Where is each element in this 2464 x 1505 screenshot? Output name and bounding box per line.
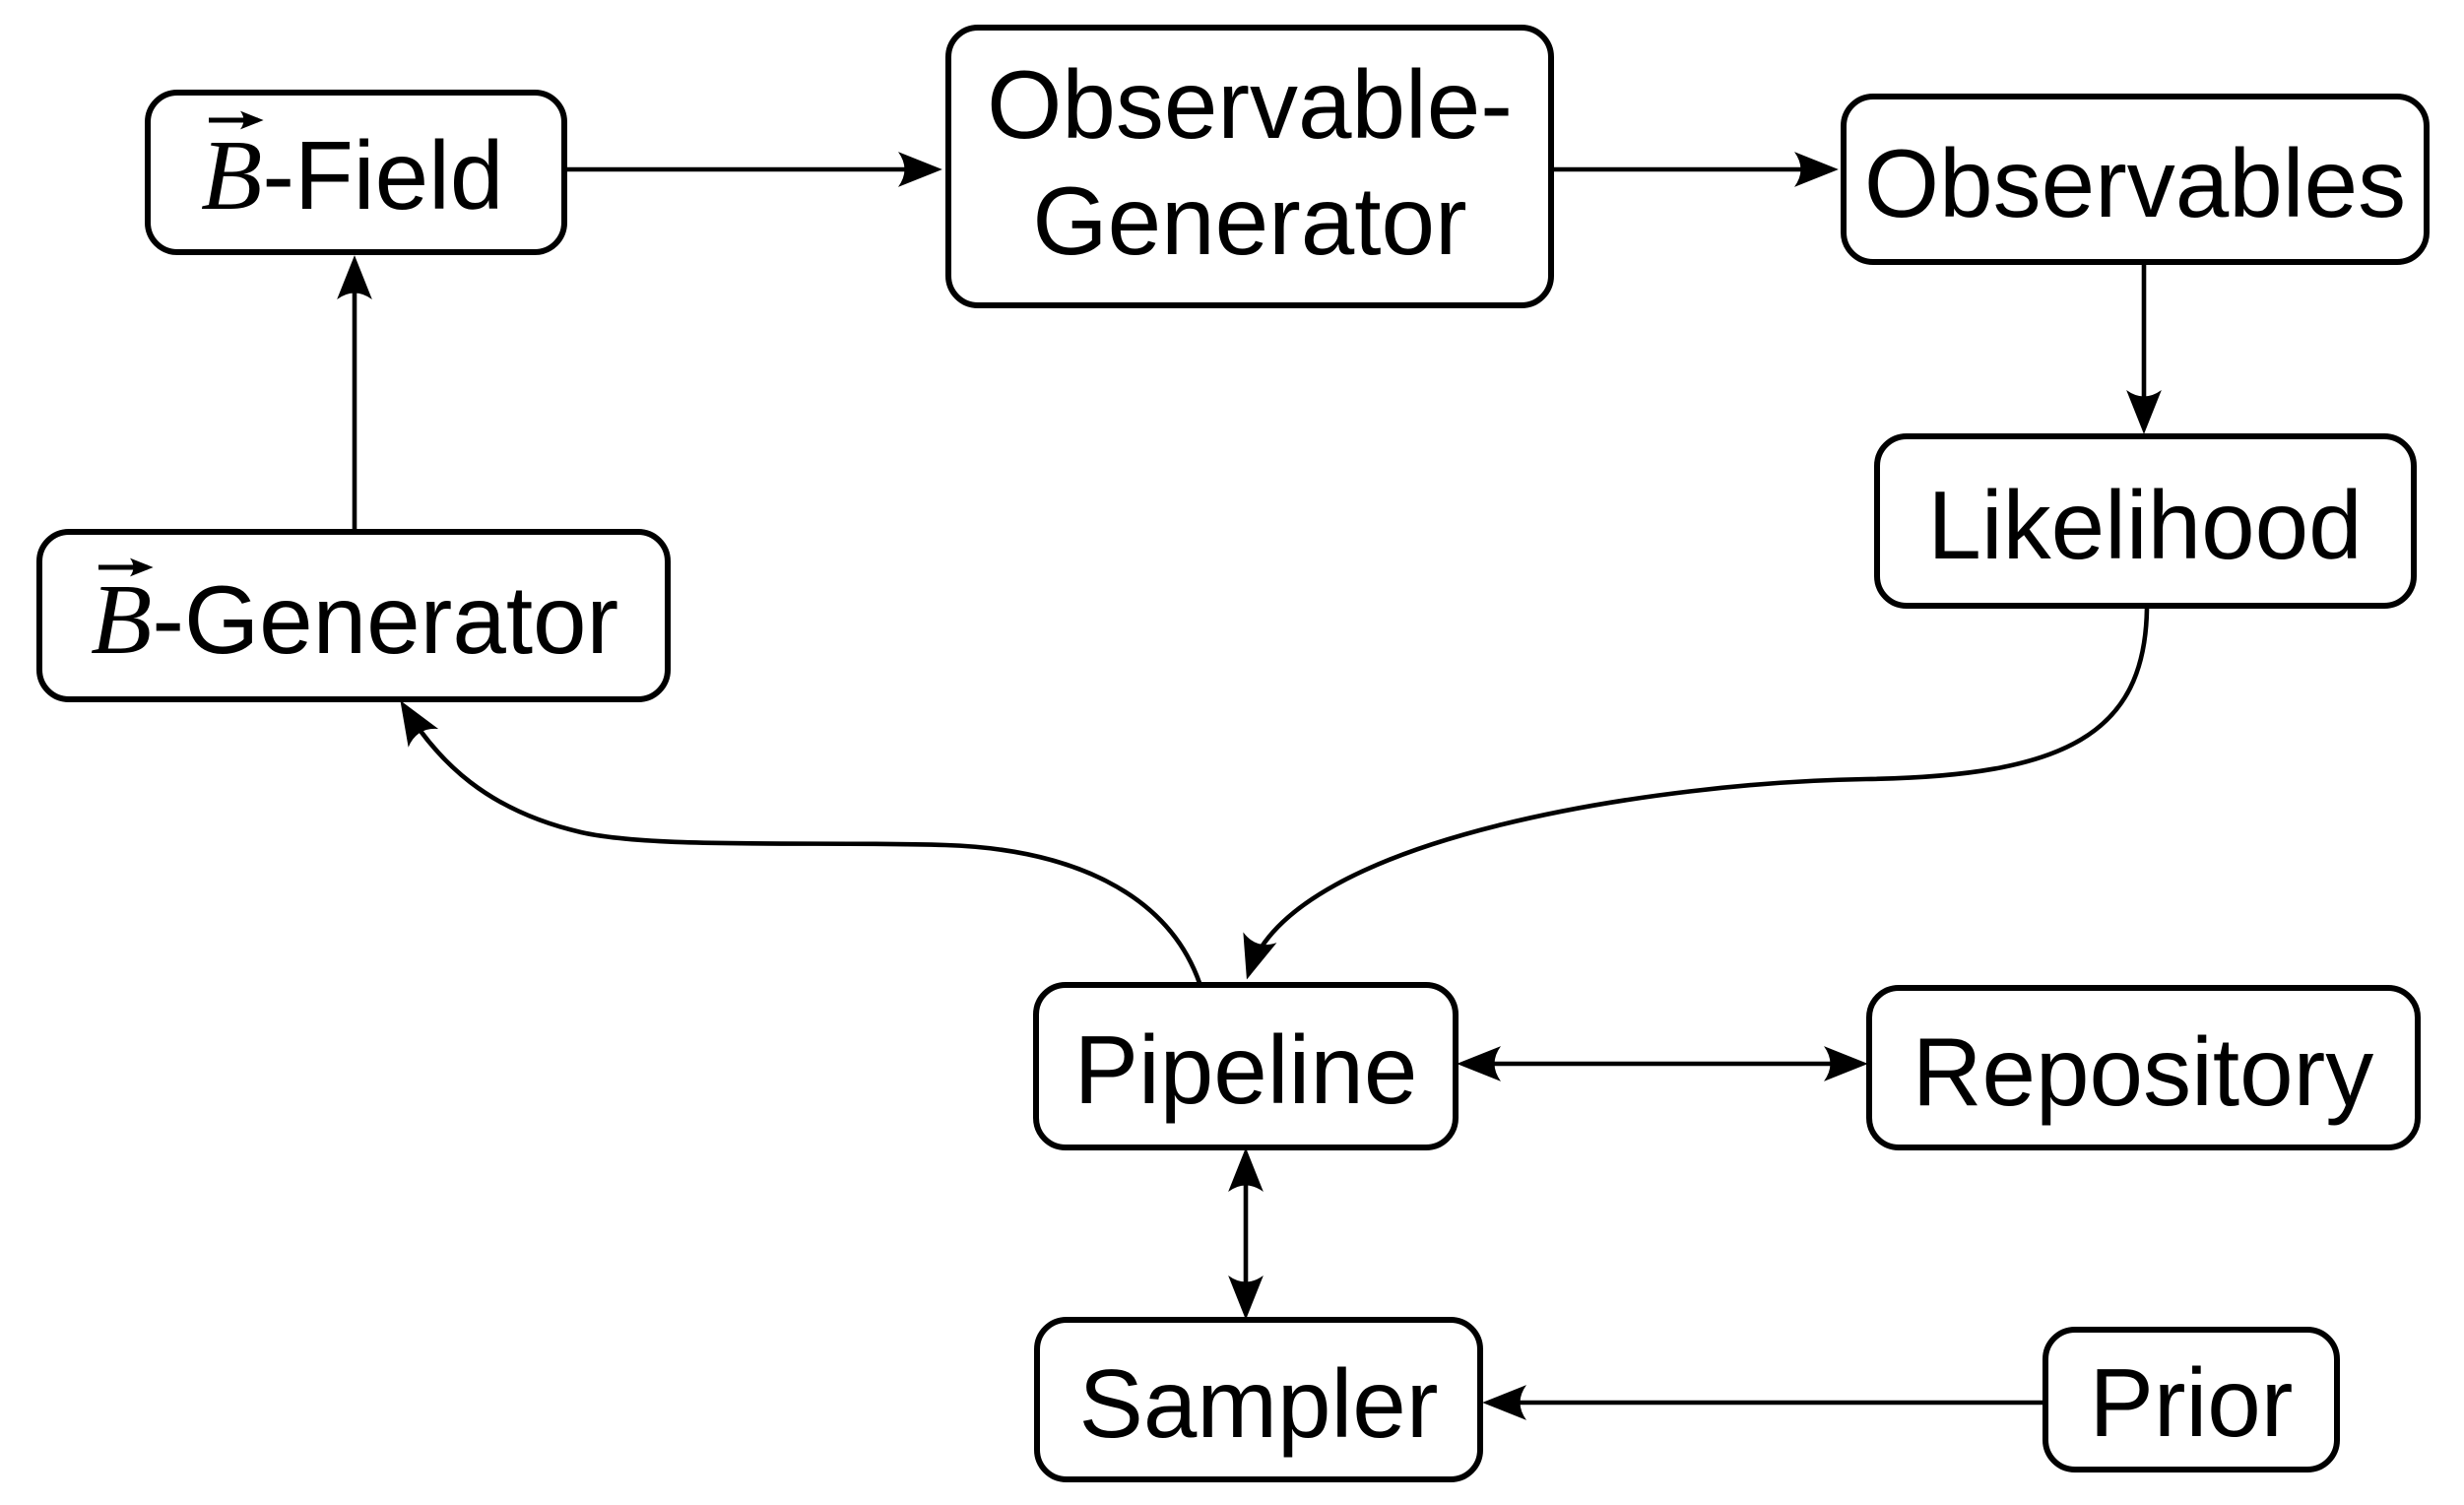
prior-label: Prior [2090, 1348, 2294, 1457]
node-bgenerator: B-Generator [36, 529, 671, 702]
observable-generator-label-line1: Observable- [987, 50, 1513, 159]
node-pipeline: Pipeline [1033, 982, 1459, 1150]
edges-layer [337, 152, 2162, 1420]
pipeline-box [1033, 982, 1459, 1150]
repository-box [1866, 985, 2421, 1150]
sampler-label: Sampler [1079, 1349, 1439, 1458]
edge-pipeline-to-bgenerator [400, 700, 1202, 984]
edge-likelihood-to-pipeline [1243, 608, 2150, 980]
node-observables: Observables [1841, 94, 2430, 265]
node-bfield: B-Field [145, 90, 567, 255]
likelihood-box [1874, 433, 2417, 609]
node-observable-generator: Observable- Generator [945, 25, 1554, 308]
node-likelihood: Likelihood [1874, 433, 2417, 609]
observable-generator-label-line2: Generator [1032, 166, 1466, 275]
bfield-label: B-Field [201, 120, 503, 231]
sampler-box [1034, 1317, 1483, 1482]
observables-label: Observables [1864, 129, 2406, 237]
bfield-box [145, 90, 567, 255]
repository-label: Repository [1913, 1017, 2373, 1126]
likelihood-label: Likelihood [1927, 471, 2362, 579]
observables-box [1841, 94, 2430, 265]
prior-box [2043, 1327, 2340, 1472]
node-sampler: Sampler [1034, 1317, 1483, 1482]
pipeline-label: Pipeline [1074, 1015, 1418, 1124]
observable-generator-box [945, 25, 1554, 308]
node-prior: Prior [2043, 1327, 2340, 1472]
bgenerator-label: B-Generator [91, 564, 618, 676]
node-repository: Repository [1866, 985, 2421, 1150]
bgenerator-box [36, 529, 671, 702]
